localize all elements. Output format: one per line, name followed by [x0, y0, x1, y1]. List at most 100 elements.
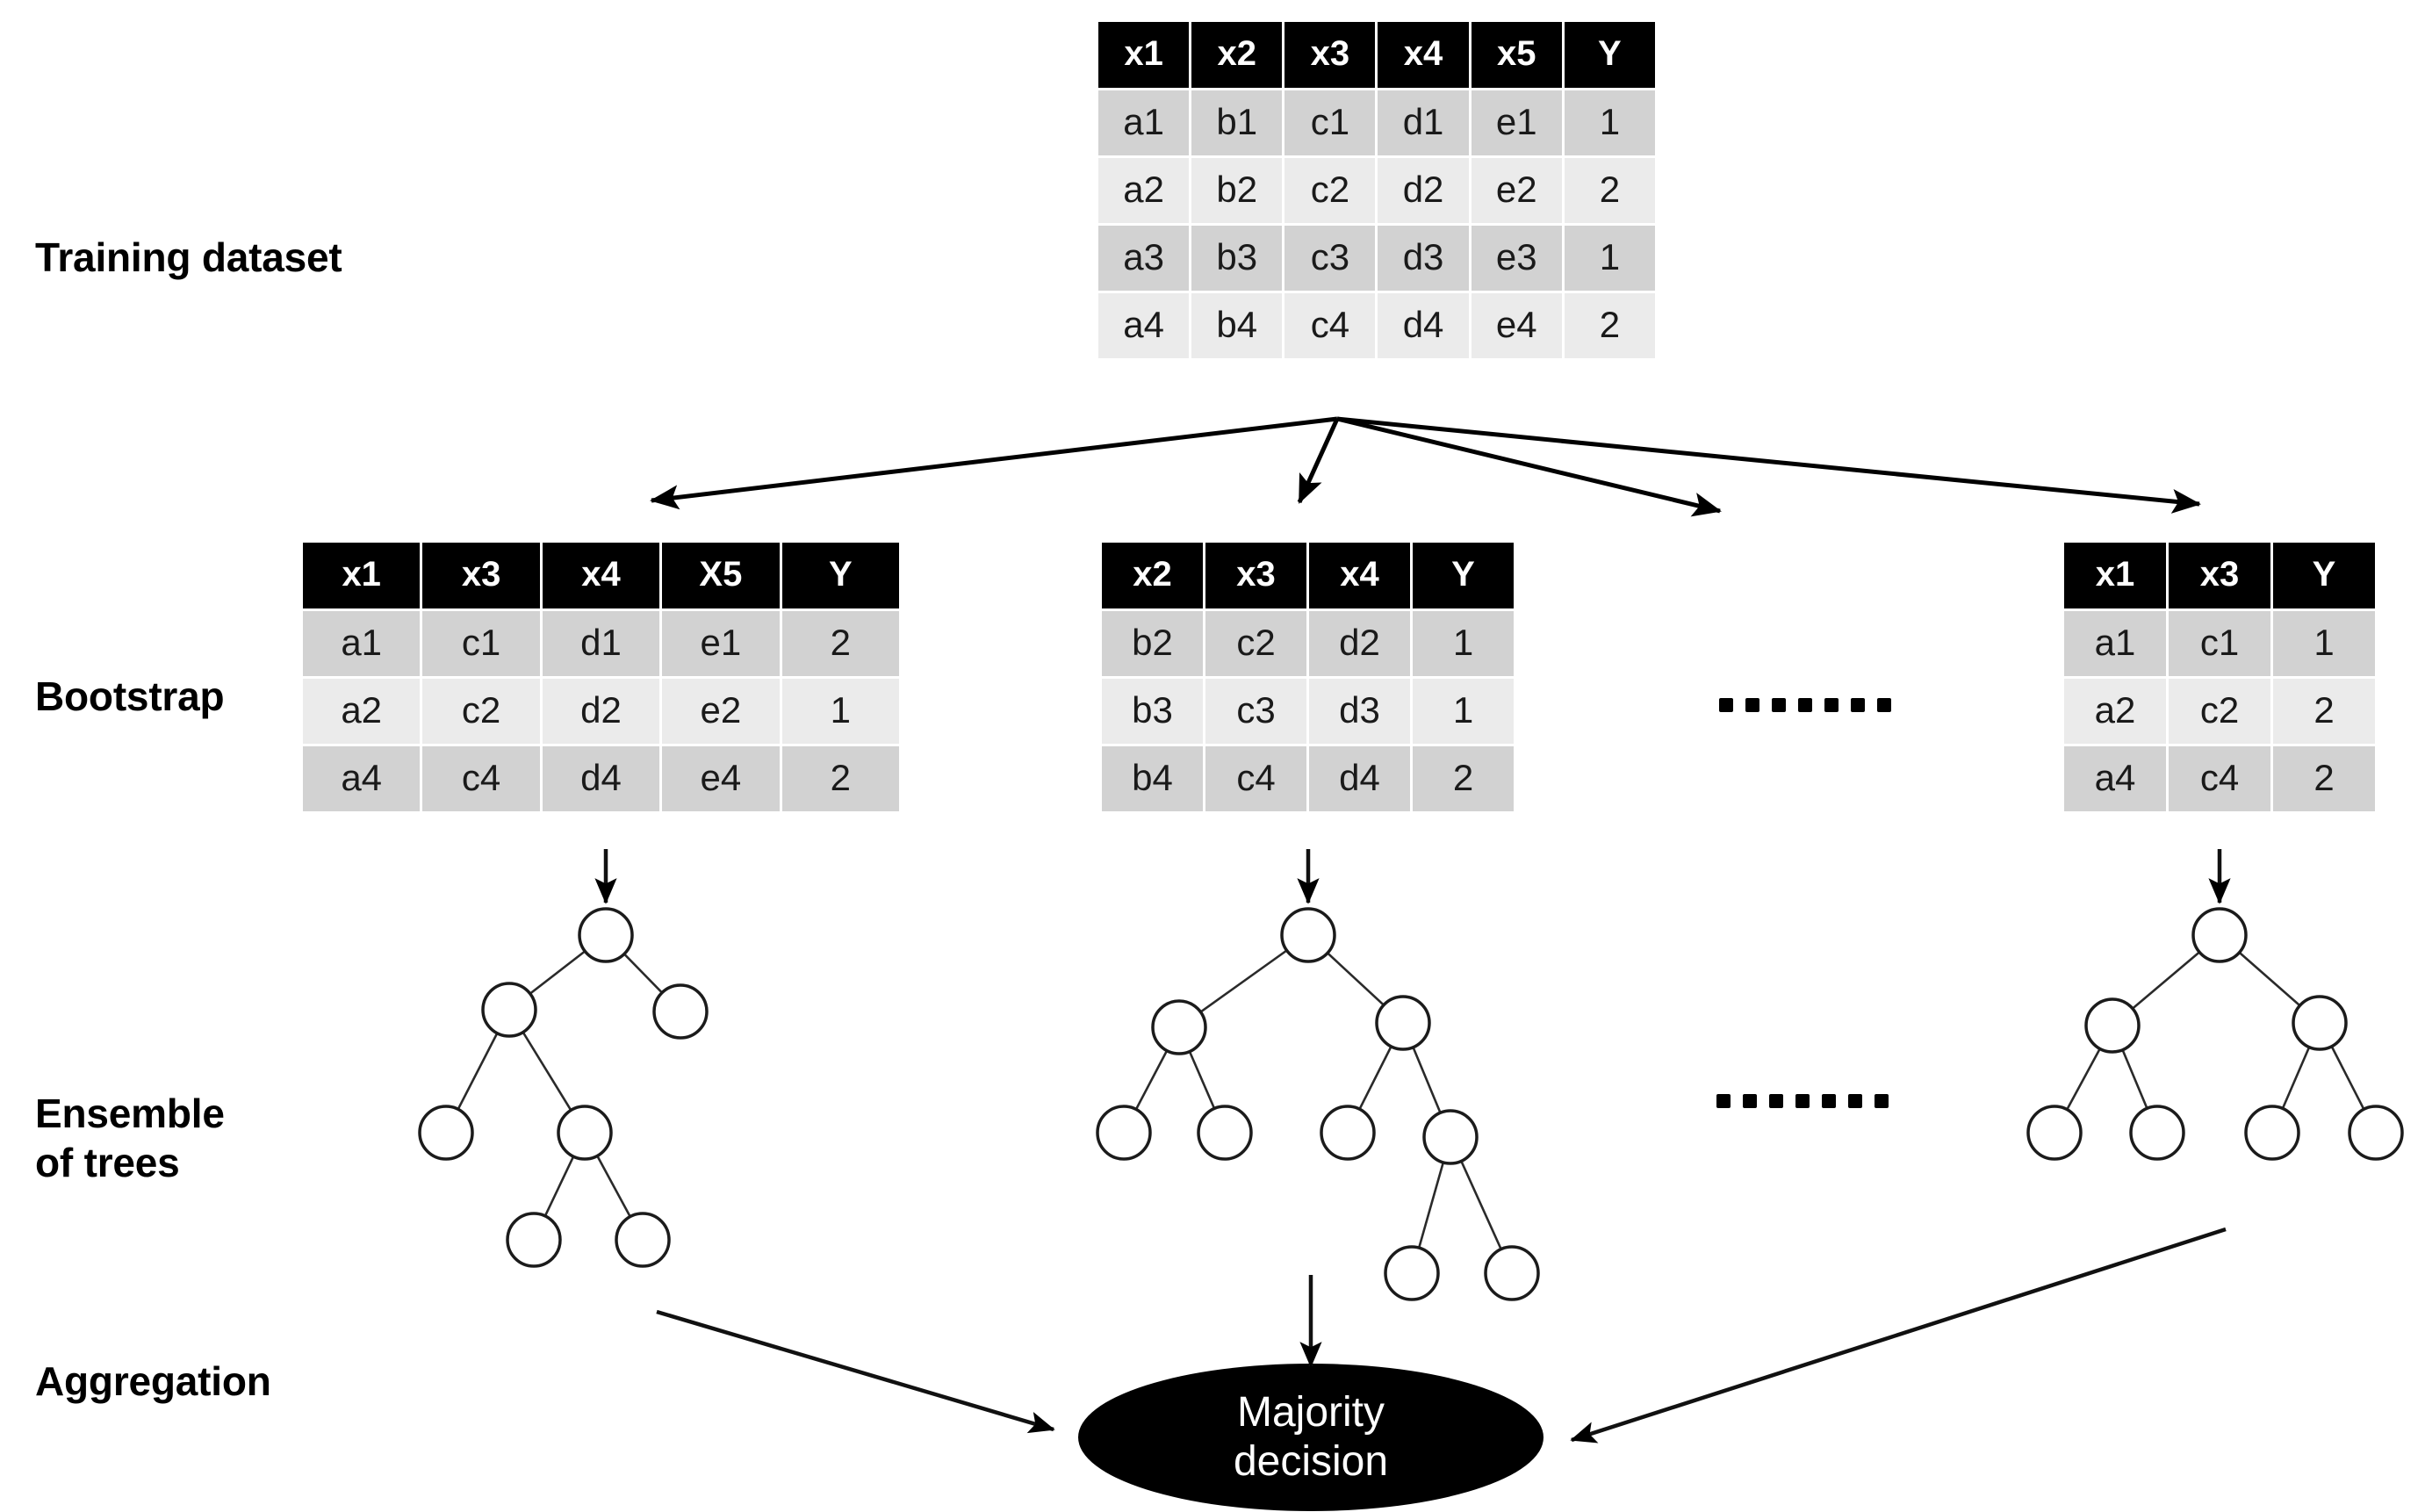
table-cell: b2 — [1102, 611, 1203, 676]
column-header: x1 — [1098, 22, 1190, 88]
table-cell: c1 — [422, 611, 540, 676]
table-cell: b3 — [1191, 226, 1283, 291]
ellipsis-dot — [1743, 1094, 1757, 1108]
tree-edge — [2111, 1025, 2159, 1134]
tree-edge — [1177, 1026, 1227, 1134]
table-cell: b2 — [1191, 158, 1283, 223]
tree-edge — [1410, 1136, 1452, 1274]
tree-node — [1375, 995, 1431, 1051]
table-cell: b4 — [1102, 746, 1203, 811]
table-cell: b1 — [1191, 90, 1283, 155]
bagging-arrow-1 — [650, 416, 1338, 510]
column-header: x2 — [1102, 543, 1203, 608]
bagging-arrow-3 — [1336, 416, 1722, 517]
tree-node — [2244, 1105, 2300, 1161]
table-row: a1 c1 d1 e1 2 — [303, 611, 899, 676]
tree-edge — [1401, 1022, 1452, 1138]
bootstrap-table-1: x1 x3 x4 X5 Y a1 c1 d1 e1 2 a2 c2 d2 e2 … — [300, 540, 902, 814]
stage-label-ensemble-of-trees: Ensemble of trees — [35, 1091, 225, 1186]
tree-edge — [605, 934, 681, 1012]
table-cell: 1 — [781, 679, 899, 744]
table-cell: a1 — [303, 611, 421, 676]
table-cell: e2 — [662, 679, 780, 744]
table-row: b4 c4 d4 2 — [1102, 746, 1514, 811]
table-cell: b3 — [1102, 679, 1203, 744]
table-cell: c2 — [1205, 611, 1306, 676]
tree-edge — [507, 1009, 586, 1134]
column-header: x3 — [422, 543, 540, 608]
table-cell: c4 — [1284, 293, 1376, 358]
ellipsis-dot — [1824, 698, 1839, 712]
table-row: a1 c1 1 — [2064, 611, 2375, 676]
table-cell: 1 — [2273, 611, 2375, 676]
table-row: a4 b4 c4 d4 e4 2 — [1098, 293, 1655, 358]
table-cell: 2 — [781, 611, 899, 676]
ellipsis-dot — [1875, 1094, 1889, 1108]
tree-node — [1484, 1245, 1540, 1301]
table-cell: d2 — [1309, 611, 1410, 676]
majority-decision-label: Majority decision — [1233, 1389, 1389, 1485]
table-header-row: x1 x2 x3 x4 x5 Y — [1098, 22, 1655, 88]
tree-node-root — [578, 907, 634, 963]
tree-node — [615, 1212, 671, 1268]
table-cell: 1 — [1413, 611, 1514, 676]
ellipsis-dot — [1719, 698, 1733, 712]
table-row: b2 c2 d2 1 — [1102, 611, 1514, 676]
table-cell: 1 — [1564, 90, 1655, 155]
table-cell: d1 — [1378, 90, 1469, 155]
table-cell: d4 — [542, 746, 660, 811]
table-row: a1 b1 c1 d1 e1 1 — [1098, 90, 1655, 155]
tree-node-root — [2191, 907, 2248, 963]
table-cell: 2 — [781, 746, 899, 811]
tree-node — [418, 1105, 474, 1161]
table-cell: e3 — [1471, 226, 1562, 291]
table-cell: c4 — [1205, 746, 1306, 811]
table-cell: c3 — [1284, 226, 1376, 291]
column-header: x2 — [1191, 22, 1283, 88]
table-cell: a4 — [2064, 746, 2166, 811]
table-row: a2 b2 c2 d2 e2 2 — [1098, 158, 1655, 223]
table-cell: a4 — [1098, 293, 1190, 358]
ellipsis-dot — [1769, 1094, 1783, 1108]
tree-node — [2292, 995, 2348, 1051]
table-cell: a2 — [303, 679, 421, 744]
tree-node-root — [1280, 907, 1336, 963]
table-cell: c1 — [2169, 611, 2270, 676]
stage-label-training-dataset: Training dataset — [35, 234, 342, 280]
ellipsis-dot — [1851, 698, 1865, 712]
column-header: X5 — [662, 543, 780, 608]
table-cell: d4 — [1378, 293, 1469, 358]
column-header: x4 — [1309, 543, 1410, 608]
table-cell: d2 — [542, 679, 660, 744]
column-header: x1 — [303, 543, 421, 608]
tree-edge — [1122, 1026, 1181, 1134]
ellipsis-dot — [1877, 698, 1891, 712]
majority-decision-node: Majority decision — [1078, 1364, 1544, 1511]
table-cell: a2 — [1098, 158, 1190, 223]
tree-edge — [2112, 934, 2220, 1026]
stage-label-aggregation: Aggregation — [35, 1358, 271, 1404]
column-header: Y — [1564, 22, 1655, 88]
table-cell: 2 — [2273, 746, 2375, 811]
table-cell: c2 — [2169, 679, 2270, 744]
ellipsis-dot — [1716, 1094, 1731, 1108]
table-cell: b4 — [1191, 293, 1283, 358]
tree-node — [1096, 1105, 1152, 1161]
tree-edge — [1346, 1022, 1405, 1134]
tree-node — [1151, 999, 1207, 1055]
tree-node — [1197, 1105, 1253, 1161]
table-cell: e4 — [662, 746, 780, 811]
tree-edge — [508, 933, 607, 1012]
tree-node — [506, 1212, 562, 1268]
column-header: x4 — [542, 543, 660, 608]
column-header: x3 — [1284, 22, 1376, 88]
ellipsis-dot — [1848, 1094, 1862, 1108]
table-cell: e1 — [662, 611, 780, 676]
table-cell: d4 — [1309, 746, 1410, 811]
bagging-arrow-2 — [1297, 417, 1340, 504]
table-header-row: x2 x3 x4 Y — [1102, 543, 1514, 608]
ellipsis-dot — [1822, 1094, 1836, 1108]
table-cell: d3 — [1309, 679, 1410, 744]
ellipsis-dot — [1798, 698, 1812, 712]
